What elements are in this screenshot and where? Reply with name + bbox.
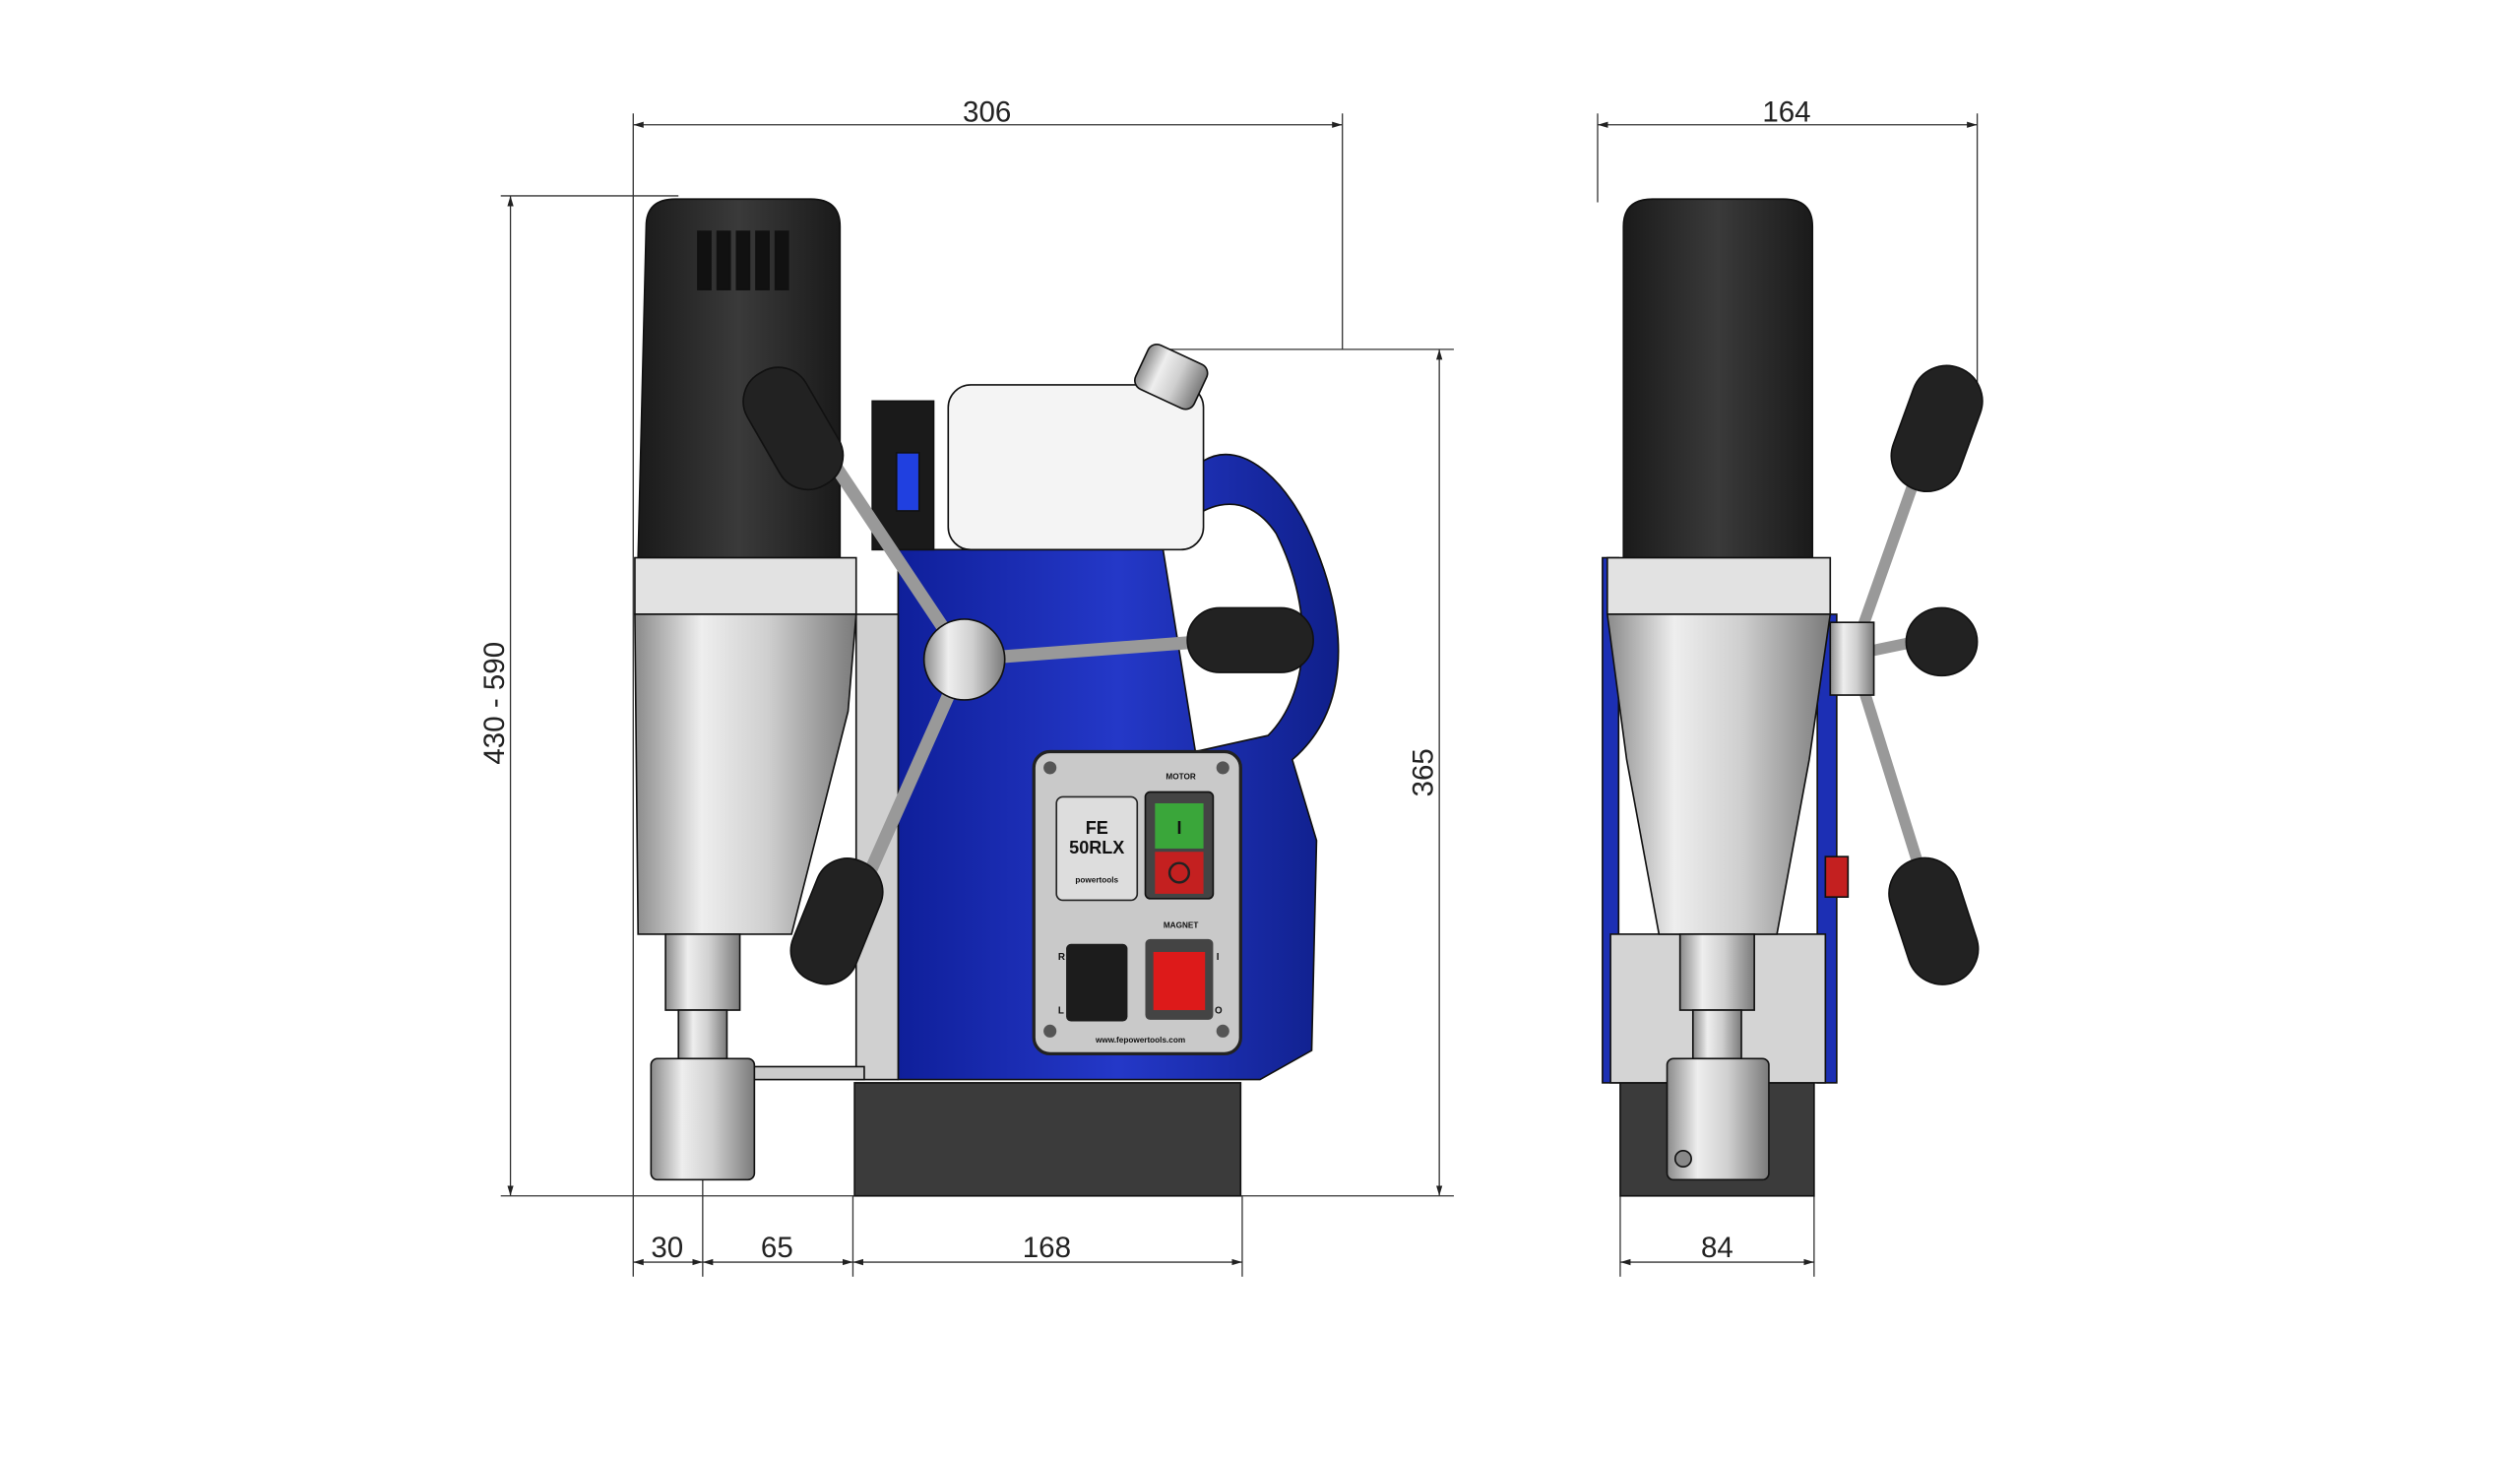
stop-symbol-icon: [1167, 861, 1191, 884]
magnet-switch[interactable]: [1145, 938, 1214, 1020]
guard-rod: [750, 1065, 865, 1081]
control-panel: FE 50RLX powertools MOTOR I MAGNET R L I…: [1032, 749, 1242, 1055]
indicator: [895, 452, 920, 512]
gearbox: [634, 613, 857, 935]
start-symbol: I: [1176, 818, 1181, 838]
motor-stop-button[interactable]: [1155, 852, 1204, 894]
side-gearbox: [1606, 613, 1832, 935]
magnet-off-label: O: [1215, 1005, 1223, 1016]
spindle: [664, 933, 741, 1011]
arbor: [650, 1057, 756, 1181]
dim-base-length: 168: [1023, 1232, 1071, 1264]
brand-label: powertools: [1075, 875, 1118, 884]
dimension-lines: [500, 113, 1979, 1277]
side-switch: [1824, 856, 1850, 898]
side-arbor: [1666, 1057, 1770, 1181]
motor-start-button[interactable]: I: [1155, 802, 1204, 849]
magnet-base: [853, 1082, 1242, 1197]
direction-l-label: L: [1058, 1005, 1064, 1016]
model-line2: 50RLX: [1069, 838, 1124, 857]
motor-label: MOTOR: [1166, 772, 1195, 781]
magnet-on-label: I: [1217, 952, 1220, 963]
direction-switch[interactable]: [1066, 943, 1128, 1022]
feed-handle: [742, 366, 1314, 985]
side-motor-housing: [1622, 198, 1814, 559]
coolant-bottle: [947, 384, 1205, 551]
side-motor-collar: [1606, 556, 1832, 615]
dim-offset-65: 65: [761, 1232, 793, 1264]
coolant-cap: [1134, 343, 1209, 411]
panel-screws: [1043, 761, 1229, 1038]
model-line1: FE: [1086, 818, 1108, 838]
side-feed-handle: [1829, 364, 1984, 985]
dim-base-width: 84: [1701, 1232, 1733, 1264]
dim-height-range: 430 - 590: [478, 642, 511, 765]
side-spindle: [1678, 933, 1755, 1011]
direction-r-label: R: [1058, 952, 1065, 963]
dim-overall-width: 306: [963, 95, 1011, 128]
motor-collar: [634, 556, 857, 615]
vent-slots: [697, 230, 789, 290]
chuck: [677, 1009, 728, 1060]
website-label: www.fepowertools.com: [1095, 1036, 1185, 1045]
magnet-label: MAGNET: [1164, 920, 1198, 929]
dim-offset-30: 30: [651, 1232, 683, 1264]
dim-coolant-height: 365: [1408, 748, 1440, 796]
side-view-drill: [1602, 198, 1984, 1197]
dim-side-width: 164: [1762, 95, 1810, 128]
